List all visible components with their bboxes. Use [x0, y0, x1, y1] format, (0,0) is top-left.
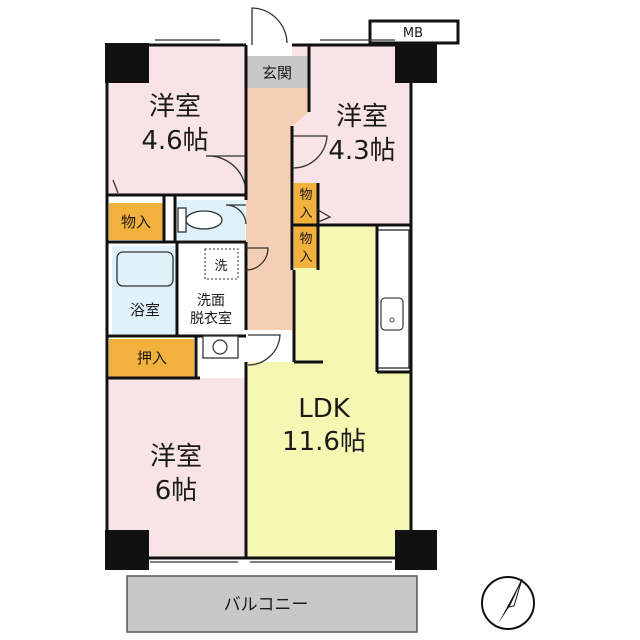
western-room-a-name: 洋室	[149, 92, 201, 122]
washroom-label-1: 洗面	[197, 293, 225, 309]
balcony-label: バルコニー	[224, 595, 309, 615]
bathtub-icon	[116, 251, 174, 287]
walls	[105, 43, 413, 560]
western-room-b-size: 4.3帖	[328, 136, 395, 166]
western-room-c-size: 6帖	[155, 476, 198, 506]
genkan-fill	[246, 56, 309, 88]
ldk-size: 11.6帖	[282, 427, 366, 457]
laundry-label: 洗	[214, 259, 227, 274]
toilet-icon	[177, 207, 223, 233]
closet-right-top-label-2: 入	[299, 206, 312, 221]
doors	[112, 7, 332, 366]
western-room-c-fill	[109, 378, 246, 558]
ldk-fill	[246, 226, 411, 558]
western-room-a-size: 4.6帖	[141, 126, 208, 156]
mb-box	[368, 19, 460, 45]
column-top-right	[395, 43, 437, 83]
oshiire-fill	[109, 339, 194, 377]
bath-fill	[112, 246, 176, 334]
closet-right-top-label: 物	[299, 188, 312, 203]
genkan-label: 玄関	[262, 64, 292, 82]
closet-left-label: 物入	[121, 213, 151, 231]
column-bottom-right	[395, 530, 437, 570]
closet-left-fill	[109, 203, 164, 240]
north-arrow-icon	[481, 576, 535, 630]
closet-right-top-fill	[294, 183, 318, 225]
bath-label: 浴室	[130, 301, 160, 319]
washroom-label-2: 脱衣室	[190, 310, 232, 327]
balcony-fill	[126, 575, 418, 633]
kitchen-sink-icon	[380, 297, 404, 331]
western-room-b-name: 洋室	[336, 102, 388, 132]
closet-right-bottom-label: 物	[299, 232, 312, 247]
closet-right-bottom-label-2: 入	[299, 250, 312, 265]
wash-basin-icon	[202, 335, 239, 359]
mb-label: MB	[403, 26, 423, 41]
ldk-name: LDK	[298, 394, 351, 424]
hallway-fill	[246, 88, 309, 330]
column-bottom-left	[105, 530, 149, 570]
western-room-c-name: 洋室	[150, 442, 202, 472]
oshiire-label: 押入	[137, 349, 167, 367]
column-top-left	[105, 43, 149, 83]
closet-right-bottom-fill	[294, 226, 318, 268]
washing-machine-area	[204, 248, 239, 280]
window-marks	[150, 39, 395, 563]
